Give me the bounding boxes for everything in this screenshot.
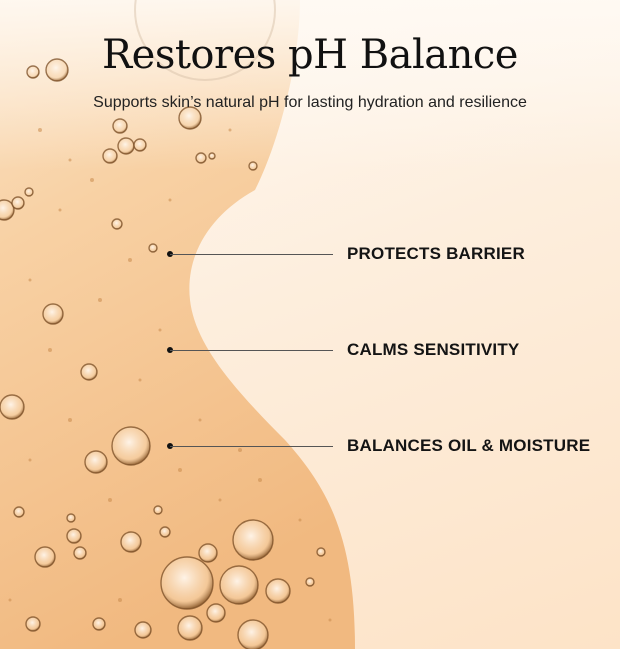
- callout-leader-line: [170, 253, 333, 255]
- page-title: Restores pH Balance: [102, 32, 518, 78]
- page-subtitle: Supports skin’s natural pH for lasting h…: [93, 94, 527, 111]
- callout-label: PROTECTS BARRIER: [347, 244, 525, 263]
- callout-leader-line: [170, 349, 333, 351]
- callout-label: CALMS SENSITIVITY: [347, 340, 520, 359]
- callout-label: BALANCES OIL & MOISTURE: [347, 436, 591, 455]
- callout-calms-sensitivity: CALMS SENSITIVITY: [0, 338, 620, 362]
- callout-balances-oil-moisture: BALANCES OIL & MOISTURE: [0, 434, 620, 458]
- callout-protects-barrier: PROTECTS BARRIER: [0, 242, 620, 266]
- callout-leader-line: [170, 445, 333, 447]
